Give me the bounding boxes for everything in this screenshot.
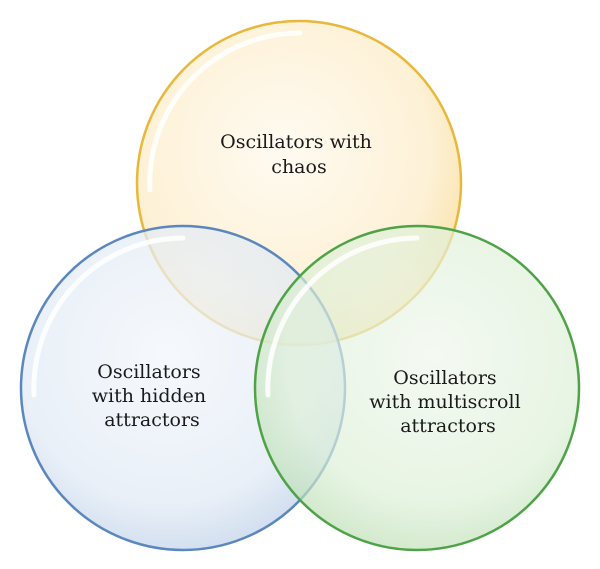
label-multiscroll-line-2: with multiscroll (369, 391, 520, 413)
label-multiscroll: Oscillators with multiscroll attractors (369, 367, 526, 437)
label-hidden-line-3: attractors (104, 409, 200, 431)
label-chaos: Oscillators with chaos (220, 131, 378, 178)
circle-multiscroll-group (253, 224, 581, 552)
label-hidden: Oscillators with hidden attractors (92, 361, 212, 431)
circle-multiscroll-highlight (265, 235, 420, 398)
circle-multiscroll (253, 224, 581, 552)
label-multiscroll-line-1: Oscillators (393, 367, 496, 389)
circle-chaos-highlight (147, 30, 303, 193)
label-multiscroll-line-3: attractors (400, 415, 496, 437)
label-chaos-line-1: Oscillators with (220, 131, 372, 153)
label-hidden-line-1: Oscillators (97, 361, 200, 383)
label-chaos-line-2: chaos (271, 156, 326, 178)
circle-hidden-highlight (31, 235, 186, 398)
label-hidden-line-2: with hidden (92, 385, 206, 407)
